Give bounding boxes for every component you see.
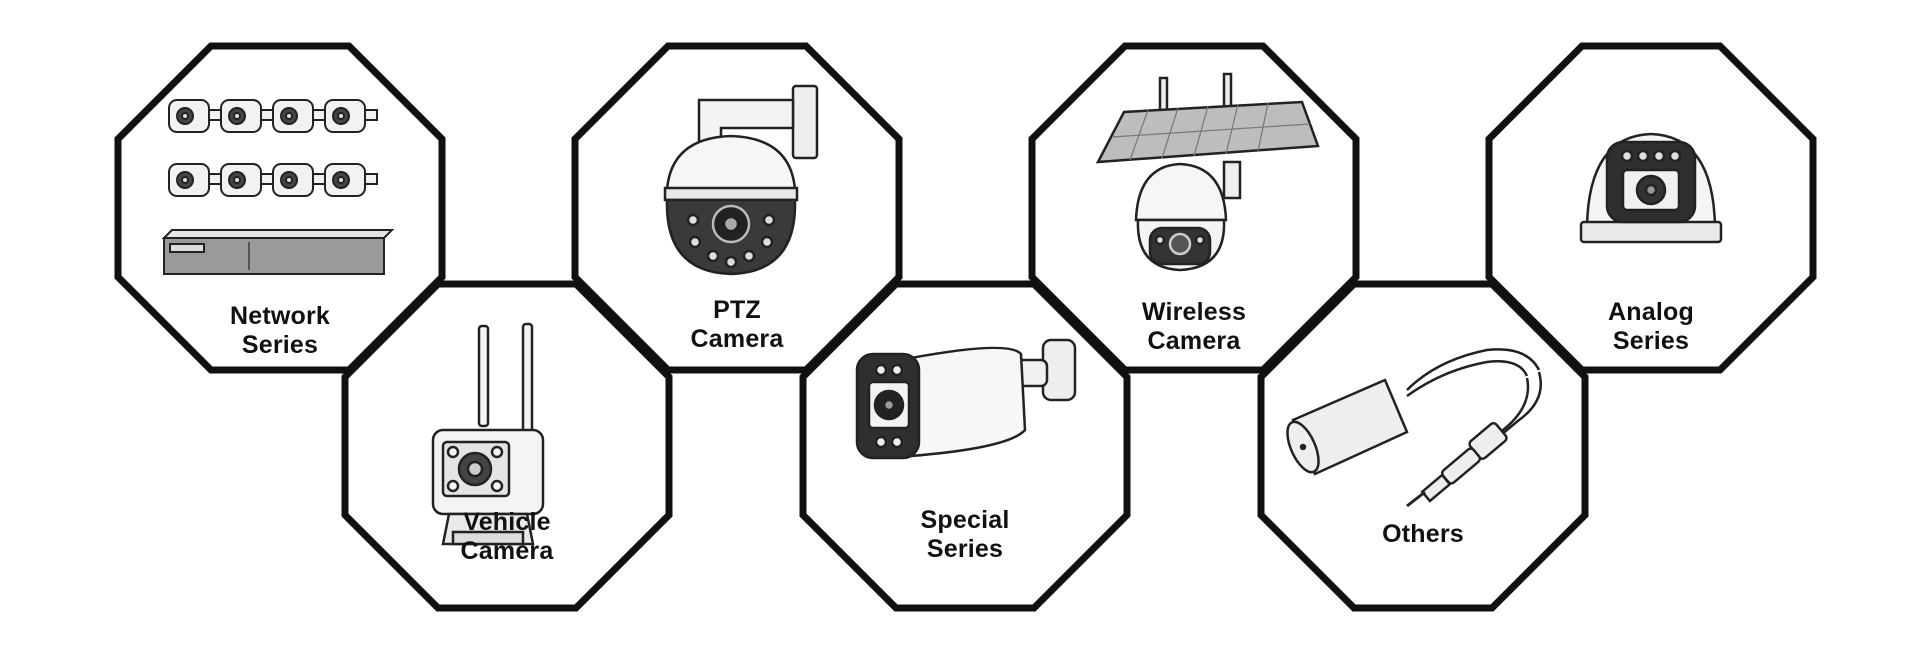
category-tile-wireless-camera[interactable]: Wireless Camera <box>1028 42 1360 374</box>
category-label: PTZ Camera <box>690 296 784 353</box>
category-tile-ptz-camera[interactable]: PTZ Camera <box>571 42 903 374</box>
bullet-camera-icon <box>855 338 1077 460</box>
nvr-camera-kit-icon <box>161 99 395 275</box>
category-label: Analog Series <box>1608 298 1694 355</box>
vehicle-camera-icon <box>431 322 545 546</box>
category-label: Special Series <box>920 506 1010 563</box>
dome-camera-icon <box>1579 132 1723 244</box>
ptz-camera-icon <box>663 84 819 276</box>
category-label: Network Series <box>229 302 331 359</box>
category-tile-analog-series[interactable]: Analog Series <box>1485 42 1817 374</box>
pinhole-camera-cable-icon <box>1286 348 1542 508</box>
solar-wireless-camera-icon <box>1095 72 1320 272</box>
category-tile-network-series[interactable]: Network Series <box>114 42 446 374</box>
category-tile-vehicle-camera[interactable]: Vehicle Camera <box>341 280 673 612</box>
category-tile-others[interactable]: Others <box>1257 280 1589 612</box>
category-label: Vehicle Camera <box>460 508 554 565</box>
category-tile-special-series[interactable]: Special Series <box>799 280 1131 612</box>
category-label: Wireless Camera <box>1141 298 1247 355</box>
category-label: Others <box>1382 520 1464 548</box>
